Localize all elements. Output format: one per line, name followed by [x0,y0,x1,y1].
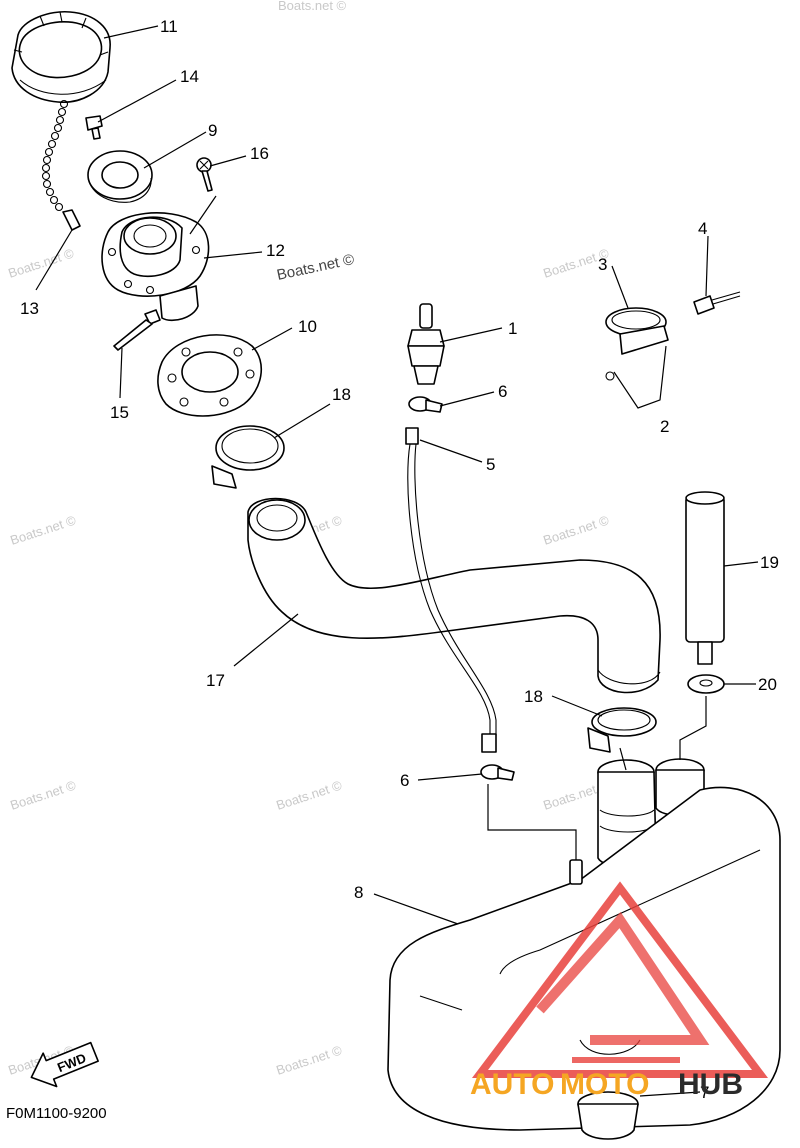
filler-neck [101,212,210,322]
rivet [693,291,741,315]
watermark: Boats.net © [6,245,76,280]
watermark: Boats.net © [8,777,78,812]
hose-clip-upper [408,396,443,413]
callout-12: 12 [266,241,285,260]
gasket [157,334,262,417]
tank-clamp [605,307,669,381]
watermark: Boats.net © [8,512,78,547]
callout-16: 16 [250,144,269,163]
logo-text-moto: MOTO [560,1068,649,1101]
watermark: Boats.net © [541,512,611,547]
callout-5: 5 [486,455,495,474]
callout-numbers: 11 14 9 16 12 13 15 10 18 1 6 5 4 3 2 19… [20,17,779,1102]
logo-text-auto: AUTO [470,1068,554,1101]
callout-13: 13 [20,299,39,318]
fuel-hose [247,497,661,694]
callout-19: 19 [760,553,779,572]
logo-text-hub: HUB [678,1068,743,1101]
boats-net-watermark: Boats.net © [275,251,355,284]
screw-14 [85,115,103,140]
callout-9: 9 [208,121,217,140]
hose-clip-lower [480,764,515,781]
fuel-cap [11,10,111,103]
callout-4: 4 [698,219,707,238]
hose-clamp-upper [211,425,285,489]
callout-3: 3 [598,255,607,274]
cap-chain [41,99,81,231]
callout-1: 1 [508,319,517,338]
tank-fitting-lower [569,859,583,885]
callout-11: 11 [160,17,178,36]
callout-10: 10 [298,317,317,336]
callout-6-upper: 6 [498,382,507,401]
leader-lines [35,25,759,1097]
callout-14: 14 [180,67,199,86]
callout-20: 20 [758,675,777,694]
watermark: Boats.net © [274,777,344,812]
seal-ring [87,150,153,203]
bolt-15 [113,309,161,351]
screw-16 [196,157,213,192]
hose-clamp-lower [587,707,657,753]
drawing-code: F0M1100-9200 [6,1105,107,1122]
vent-fitting [407,303,445,385]
drain-cap [577,1091,639,1140]
callout-18-lower: 18 [524,687,543,706]
automotohub-logo: AUTO MOTO HUB [470,881,769,1101]
callout-17: 17 [206,671,225,690]
callout-18-upper: 18 [332,385,351,404]
callout-2: 2 [660,417,669,436]
watermark: Boats.net © [274,1042,344,1077]
filler-tube [685,491,725,665]
vent-tube [405,427,497,753]
callout-6-lower: 6 [400,771,409,790]
callout-15: 15 [110,403,129,422]
callout-7: 7 [700,1083,709,1102]
callout-8: 8 [354,883,363,902]
grommet [687,674,725,694]
watermark: Boats.net © [278,0,347,13]
